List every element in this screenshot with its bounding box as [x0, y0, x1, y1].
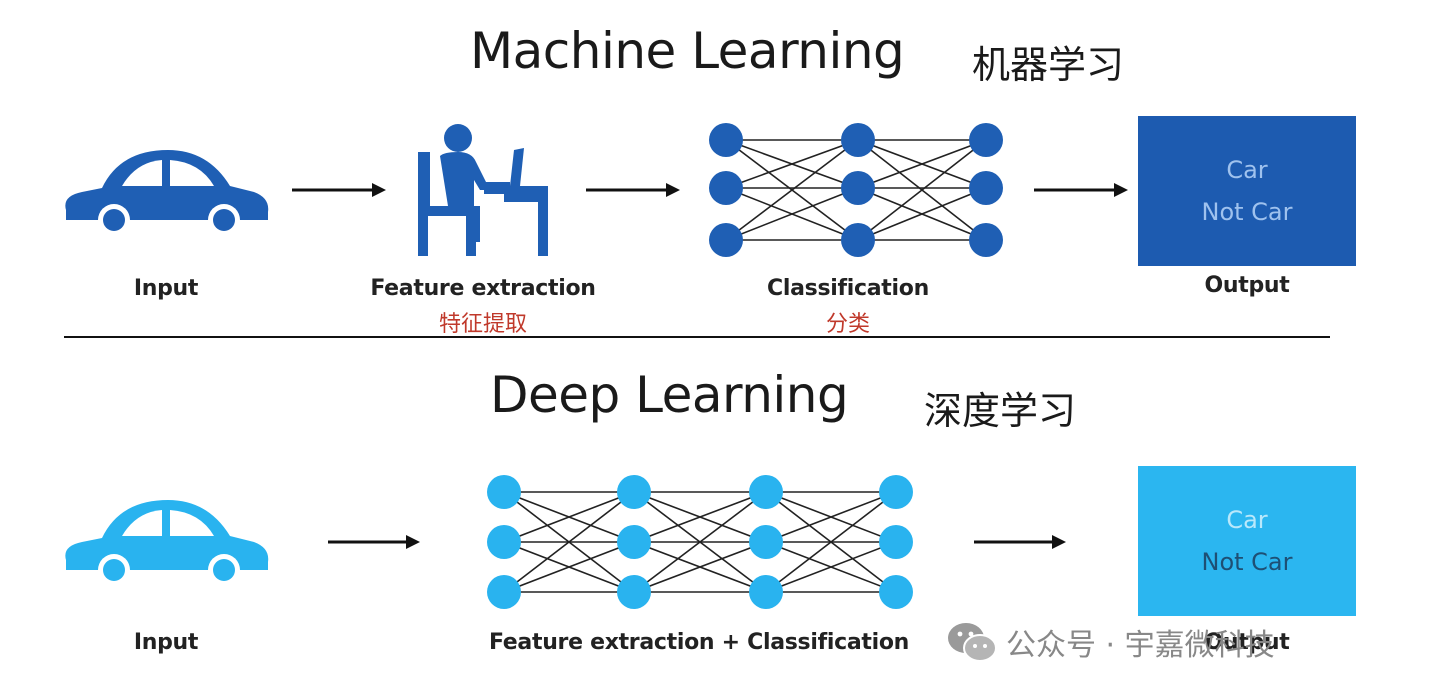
ml-output-car: Car [1226, 156, 1268, 184]
ml-net-node [841, 223, 875, 257]
dl-input-label: Input [133, 630, 199, 655]
ml-net-node [969, 123, 1003, 157]
dl-net-node [749, 475, 783, 509]
dl-net-node [617, 575, 651, 609]
dl-output-label: Output [1204, 630, 1290, 655]
ml-net-connection [857, 139, 987, 189]
watermark-text: 公众号 · 宇嘉微科技 [1006, 628, 1275, 663]
dl-net-node [879, 475, 913, 509]
dl-title: Deep Learning [490, 366, 849, 424]
dl-car-icon [65, 500, 269, 586]
ml-output-label: Output [1204, 273, 1290, 298]
dl-arrow-2 [974, 535, 1066, 549]
dl-net-node [879, 575, 913, 609]
ml-title: Machine Learning [470, 22, 905, 80]
dl-net-connection [633, 541, 767, 593]
ml-net-connection [857, 139, 987, 241]
dl-net-node [749, 525, 783, 559]
ml-net-connection [725, 187, 859, 241]
ml-net-node [841, 123, 875, 157]
dl-title-cn: 深度学习 [924, 389, 1077, 433]
dl-neural-network [487, 475, 913, 609]
dl-output-not-car: Not Car [1201, 548, 1293, 576]
dl-net-node [879, 525, 913, 559]
dl-net-connection [633, 491, 767, 593]
ml-class-label-cn: 分类 [825, 312, 870, 337]
ml-net-node [969, 171, 1003, 205]
ml-net-connection [725, 139, 859, 241]
ml-input-label: Input [133, 276, 199, 301]
dl-net-connection [503, 541, 635, 593]
ml-output-not-car: Not Car [1201, 198, 1293, 226]
dl-net-node [487, 575, 521, 609]
ml-net-connection [857, 187, 987, 241]
ml-feature-label-cn: 特征提取 [438, 312, 527, 337]
dl-combined-label: Feature extraction + Classification [488, 630, 910, 655]
ml-feature-label: Feature extraction [370, 276, 596, 301]
dl-net-connection [503, 491, 635, 543]
ml-car-icon [65, 150, 269, 236]
dl-net-connection [765, 541, 897, 593]
dl-net-node [749, 575, 783, 609]
dl-net-connection [503, 491, 635, 593]
ml-arrow-3 [1034, 183, 1128, 197]
ml-class-label: Classification [767, 276, 929, 301]
dl-net-connection [765, 491, 897, 543]
ml-title-cn: 机器学习 [972, 43, 1125, 87]
ml-arrow-1 [292, 183, 386, 197]
ml-net-node [709, 171, 743, 205]
dl-net-connection [633, 491, 767, 543]
person-at-desk-icon [418, 124, 548, 256]
dl-output-box: Car Not Car [1138, 466, 1356, 616]
dl-arrow-1 [328, 535, 420, 549]
watermark: 公众号 · 宇嘉微科技 [946, 620, 1275, 664]
dl-net-node [617, 525, 651, 559]
dl-net-node [487, 525, 521, 559]
wechat-icon [948, 623, 997, 662]
ml-net-node [841, 171, 875, 205]
ml-net-node [969, 223, 1003, 257]
dl-net-connection [765, 491, 897, 593]
section-divider [64, 336, 1330, 338]
ml-neural-network [709, 123, 1003, 257]
ml-arrow-2 [586, 183, 680, 197]
dl-net-node [617, 475, 651, 509]
ml-net-node [709, 223, 743, 257]
dl-output-car: Car [1226, 506, 1268, 534]
ml-output-box: Car Not Car [1138, 116, 1356, 266]
ml-net-connection [725, 139, 859, 189]
ml-net-node [709, 123, 743, 157]
dl-net-node [487, 475, 521, 509]
